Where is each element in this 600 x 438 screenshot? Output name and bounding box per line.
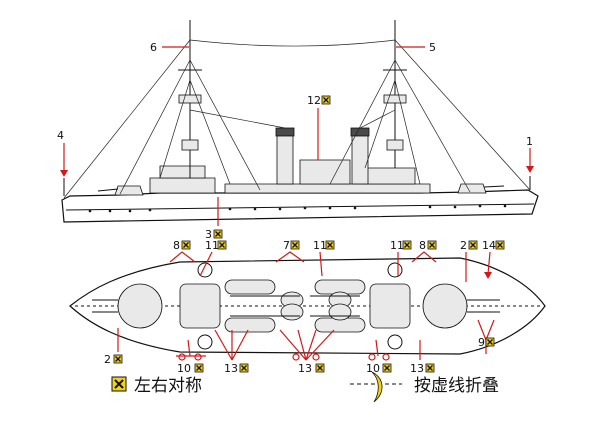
svg-text:13: 13 (224, 362, 238, 375)
svg-text:1: 1 (526, 135, 533, 148)
callout-10-right: 10 (366, 339, 392, 375)
rigging (63, 39, 531, 199)
callout-13-b: 13 (279, 329, 335, 375)
callout-9: 9 (477, 319, 495, 354)
legend-symmetric-label: 左右对称 (134, 376, 202, 396)
legend: 左右对称 按虚线折叠 (111, 371, 499, 403)
portholes (88, 204, 507, 213)
fold-line-icon (350, 371, 402, 403)
funnel-cap-fore (275, 127, 295, 137)
svg-text:4: 4 (57, 129, 64, 142)
callout-11-a: 11 (199, 239, 227, 277)
svg-text:8: 8 (419, 239, 426, 252)
callout-8-right: 8 (411, 239, 437, 263)
svg-text:13: 13 (410, 362, 424, 375)
svg-text:13: 13 (298, 362, 312, 375)
funnel-fore (276, 135, 294, 185)
callout-11-b: 11 (313, 239, 335, 277)
callout-7: 7 (275, 239, 305, 263)
callout-5: 5 (396, 41, 436, 54)
svg-text:11: 11 (205, 239, 219, 252)
svg-text:7: 7 (283, 239, 290, 252)
callout-10-left: 10 (176, 339, 206, 375)
callout-3: 3 (205, 197, 223, 241)
funnel-cap-aft (350, 127, 370, 137)
svg-text:2: 2 (460, 239, 467, 252)
callout-4: 4 (57, 129, 68, 177)
svg-text:5: 5 (429, 41, 436, 54)
callout-6: 6 (150, 41, 189, 54)
svg-text:2: 2 (104, 353, 111, 366)
svg-text:11: 11 (390, 239, 404, 252)
callout-1: 1 (526, 135, 534, 173)
callout-11-c: 11 (390, 239, 412, 276)
deck-outline (69, 257, 546, 355)
svg-text:10: 10 (366, 362, 380, 375)
svg-text:3: 3 (205, 228, 212, 241)
svg-text:8: 8 (173, 239, 180, 252)
callout-2-bottom: 2 (104, 328, 123, 366)
turret-stern (422, 283, 468, 329)
callout-8-left: 8 (169, 239, 196, 263)
callout-13-c: 13 (410, 340, 435, 375)
svg-text:6: 6 (150, 41, 157, 54)
funnel-aft (351, 135, 369, 185)
callout-13-a: 13 (214, 329, 249, 375)
callout-12: 12 (307, 94, 331, 160)
callout-2-top: 2 (460, 239, 478, 282)
turret-bow (117, 283, 163, 329)
svg-text:9: 9 (478, 336, 485, 349)
svg-text:10: 10 (177, 362, 191, 375)
top-view (69, 257, 546, 355)
callout-14: 14 (482, 239, 505, 279)
side-profile (61, 20, 539, 223)
svg-text:12: 12 (307, 94, 321, 107)
symmetric-badge-icon (111, 376, 127, 392)
svg-text:11: 11 (313, 239, 327, 252)
legend-fold-label: 按虚线折叠 (414, 376, 499, 396)
svg-text:14: 14 (482, 239, 496, 252)
